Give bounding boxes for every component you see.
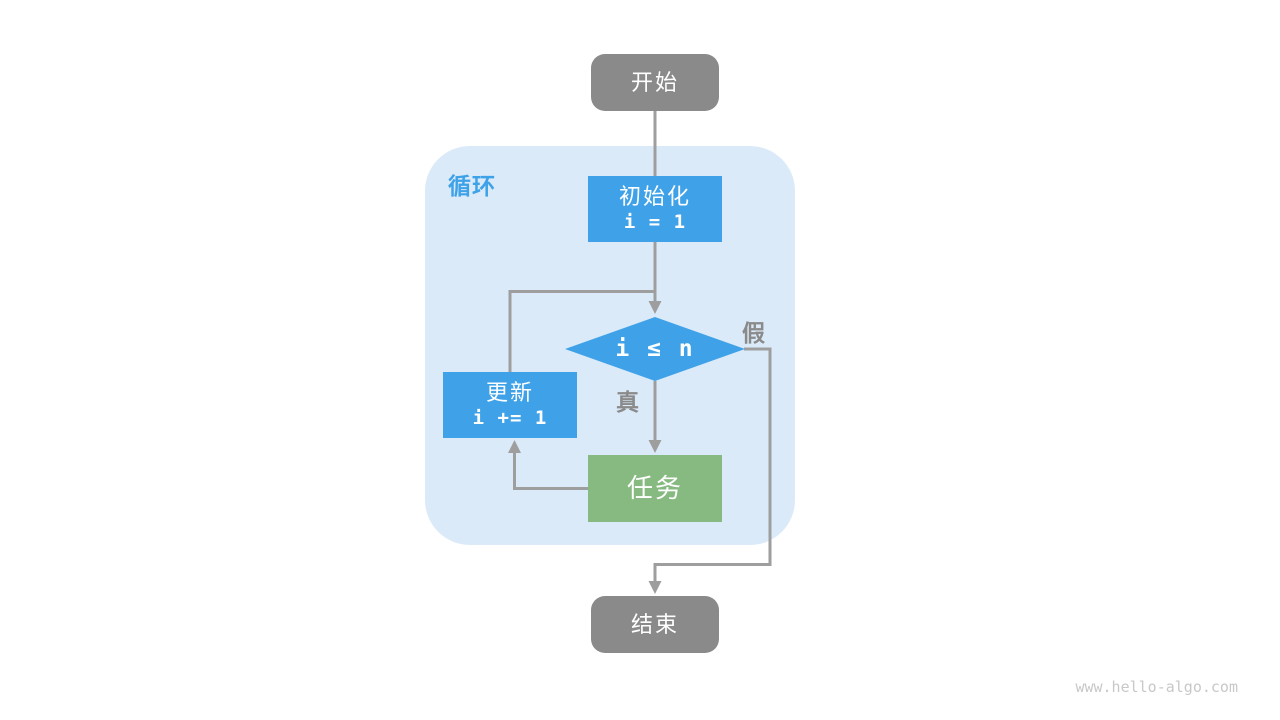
edge-update-to-condition bbox=[508, 290, 655, 372]
start-node-label: 开始 bbox=[630, 69, 679, 95]
init-node-code: i = 1 bbox=[623, 210, 687, 233]
update-node-label: 更新 bbox=[485, 380, 534, 406]
task-node: 任务 bbox=[588, 455, 722, 522]
loop-region-label: 循环 bbox=[448, 173, 496, 199]
edge-condition-false-to-end bbox=[648, 347, 772, 594]
task-node-label: 任务 bbox=[626, 473, 683, 504]
watermark-url: www.hello-algo.com bbox=[1075, 678, 1238, 696]
end-node: 结束 bbox=[591, 596, 719, 653]
branch-label-true: 真 bbox=[616, 389, 639, 415]
update-node-code: i += 1 bbox=[472, 406, 548, 429]
branch-label-false: 假 bbox=[742, 320, 765, 346]
edge-task-to-update bbox=[508, 440, 588, 490]
init-node-label: 初始化 bbox=[618, 184, 691, 210]
condition-node-label: i ≤ n bbox=[615, 336, 695, 362]
start-node: 开始 bbox=[591, 54, 719, 111]
update-node: 更新 i += 1 bbox=[443, 372, 577, 438]
init-node: 初始化 i = 1 bbox=[588, 176, 722, 242]
end-node-label: 结束 bbox=[630, 611, 679, 637]
